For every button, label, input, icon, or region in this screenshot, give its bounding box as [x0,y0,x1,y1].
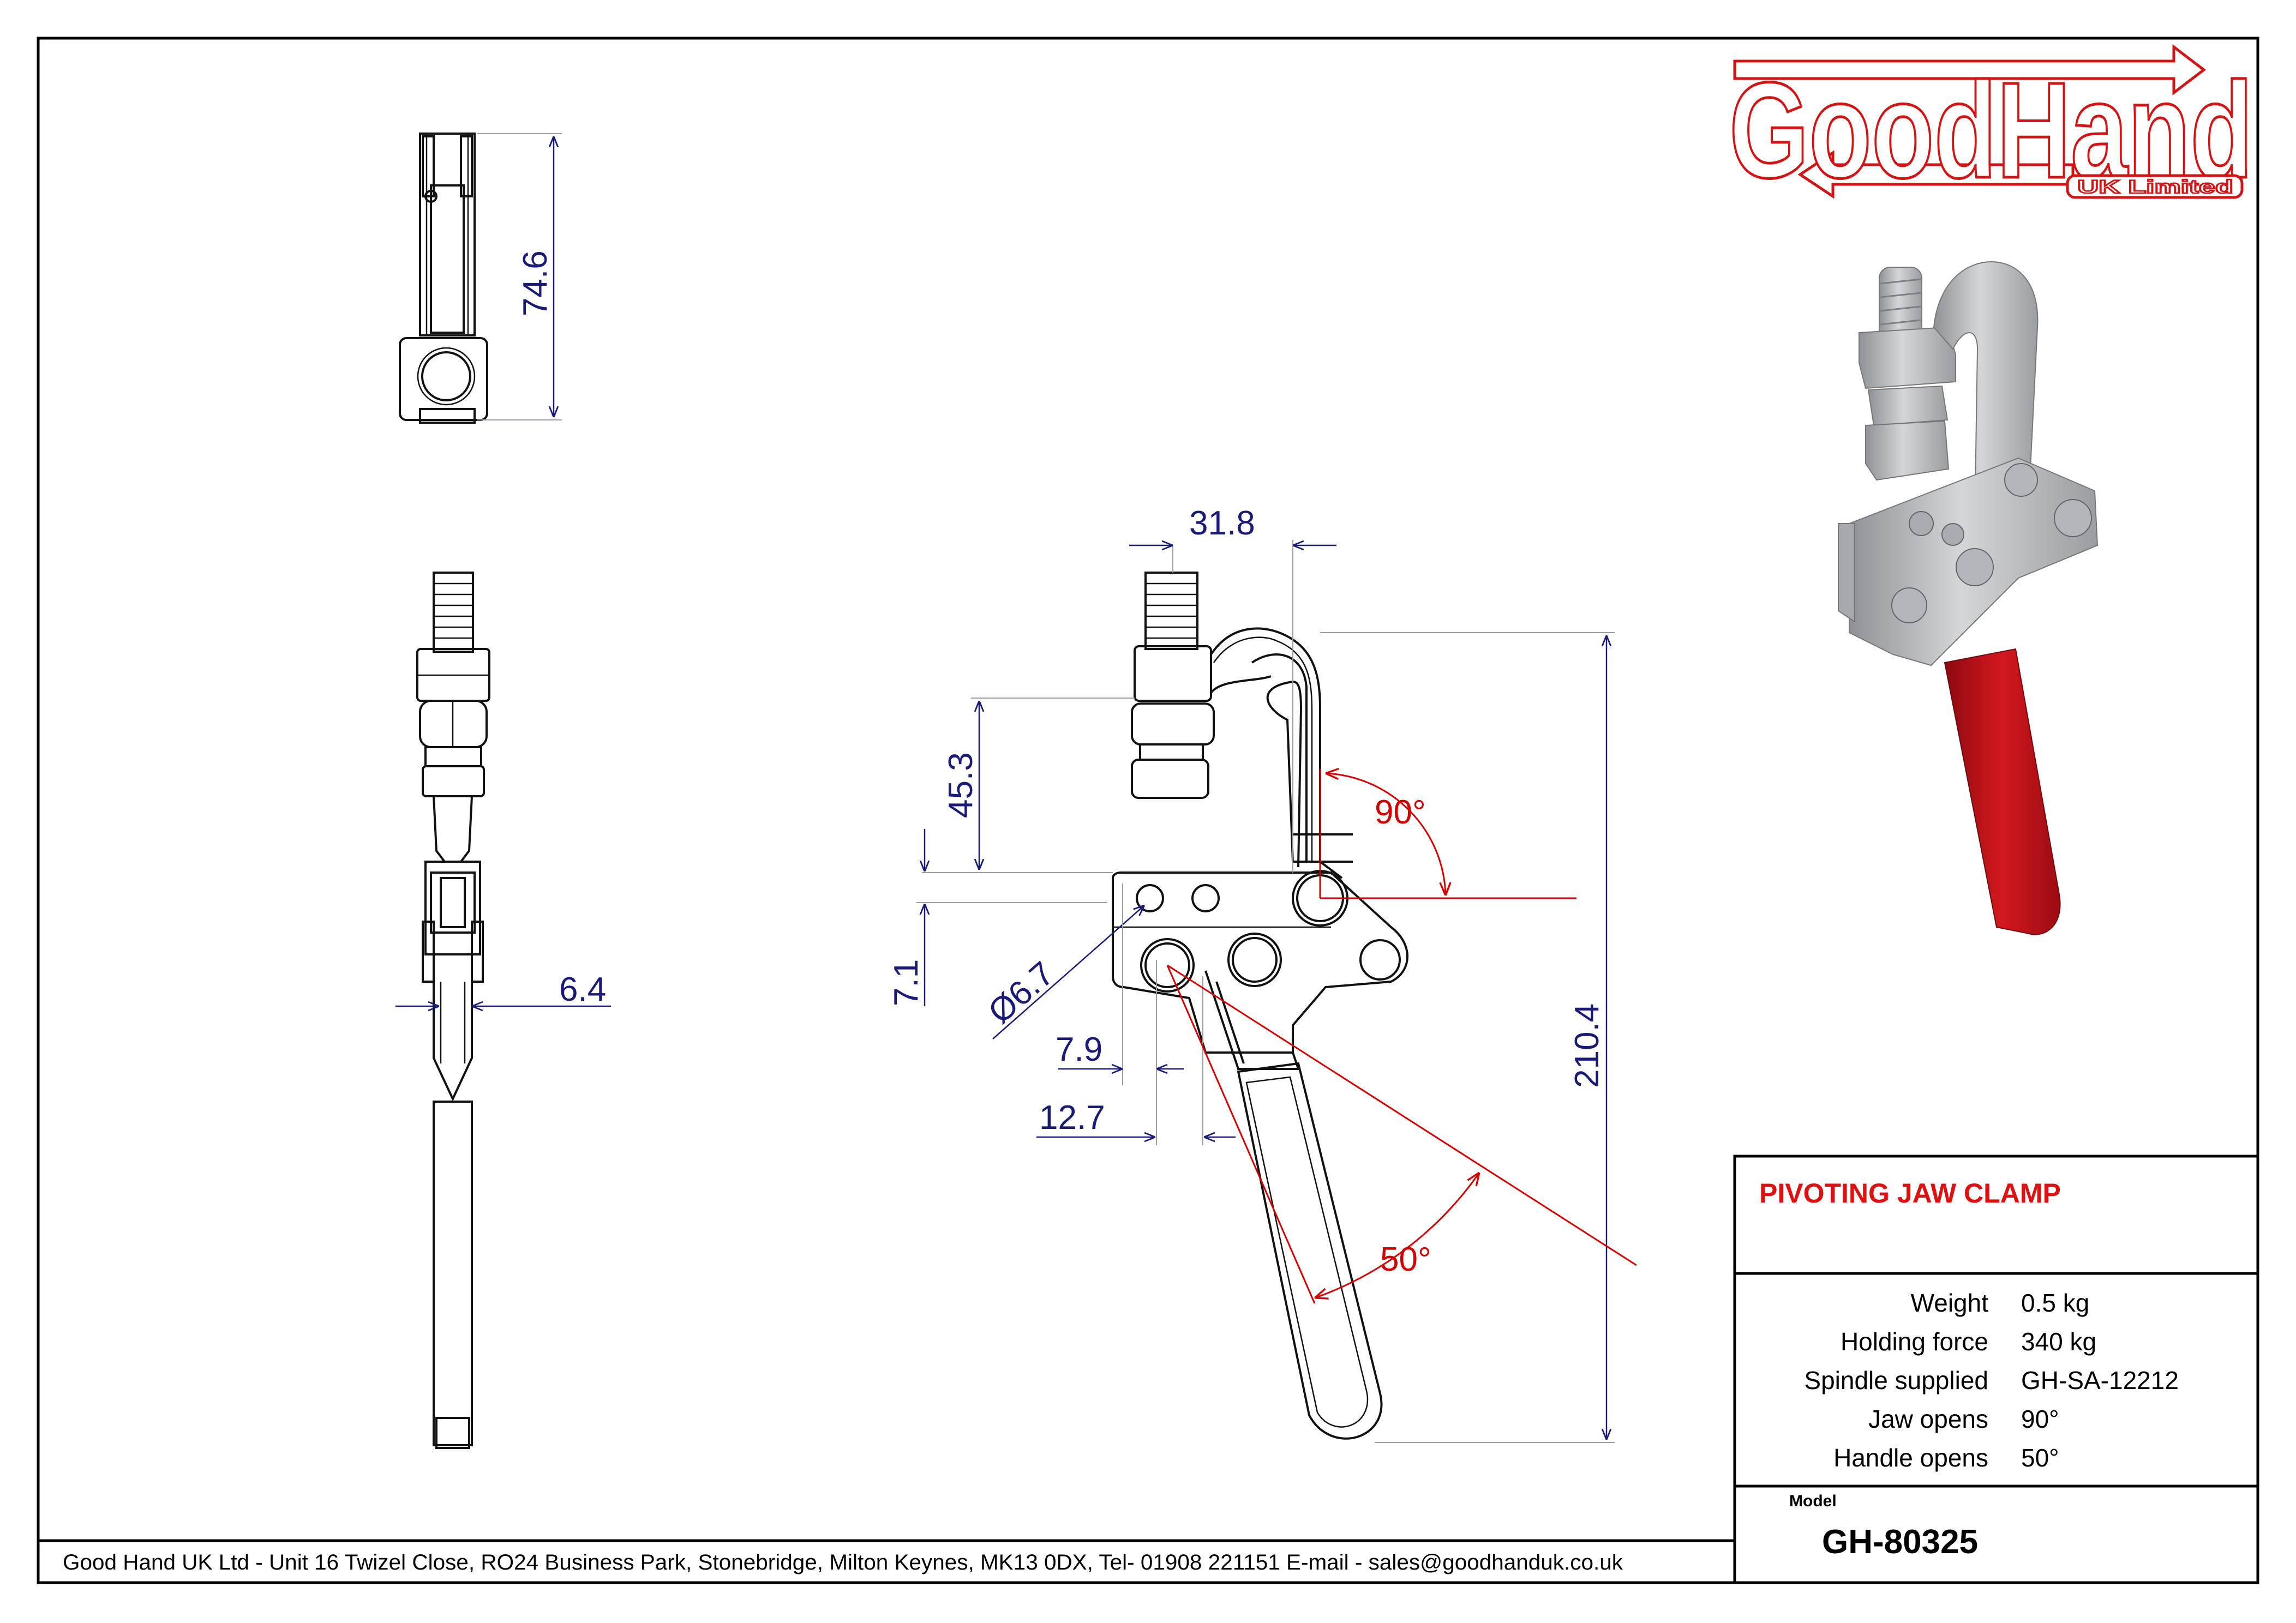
angle-50: 50° [1166,964,1637,1304]
dim-7-9-label: 7.9 [1056,1031,1102,1068]
drawing-border [37,37,2259,1584]
dimension-210-4: 210.4 [1320,632,1615,1443]
model-caption: Model [1789,1492,1837,1510]
spec-value-holding-force: 340 kg [2021,1327,2096,1356]
angle-90: 90° [1319,769,1576,899]
spec-value-spindle: GH-SA-12212 [2021,1366,2179,1394]
logo-subtext: UK Limited [2077,177,2233,197]
spec-label-handle-opens: Handle opens [1833,1444,1988,1472]
spec-label-weight: Weight [1911,1289,1989,1317]
dim-45-3-label: 45.3 [942,752,980,818]
model-number: GH-80325 [1822,1523,1978,1561]
dim-210-4-label: 210.4 [1568,1003,1606,1088]
spec-label-spindle: Spindle supplied [1804,1366,1988,1394]
dimension-7-9: 7.9 [1056,883,1184,1085]
spec-value-jaw-opens: 90° [2021,1405,2059,1433]
angle-50-label: 50° [1380,1241,1431,1278]
dimension-dia-6-7: Ø6.7 [981,905,1144,1039]
product-3d-render [1838,261,2099,935]
dim-74-6-label: 74.6 [517,250,554,316]
dim-6-4-label: 6.4 [559,971,606,1008]
dimension-74-6: 74.6 [477,133,562,420]
angle-90-label: 90° [1375,794,1426,831]
dimension-12-7: 12.7 [1036,976,1236,1145]
dim-12-7-label: 12.7 [1039,1099,1105,1137]
dimension-6-4: 6.4 [395,971,611,1008]
dim-31-8-label: 31.8 [1189,504,1255,542]
dimension-7-1: 7.1 [888,829,1107,1006]
spec-label-jaw-opens: Jaw opens [1868,1405,1988,1433]
spec-label-holding-force: Holding force [1841,1327,1988,1356]
top-view [399,133,488,424]
dim-7-1-label: 7.1 [888,959,925,1006]
spec-value-weight: 0.5 kg [2021,1289,2089,1317]
footer-address: Good Hand UK Ltd - Unit 16 Twizel Close,… [63,1550,1623,1574]
side-view [416,572,490,1449]
goodhand-logo: GoodHand UK Limited [1728,44,2255,208]
product-title: PIVOTING JAW CLAMP [1759,1178,2061,1209]
spec-value-handle-opens: 50° [2021,1444,2059,1472]
footer: Good Hand UK Ltd - Unit 16 Twizel Close,… [38,1539,1735,1574]
dim-dia-6-7-label: Ø6.7 [981,954,1062,1031]
dimension-31-8: 31.8 [1129,504,1336,873]
title-block: PIVOTING JAW CLAMP Weight 0.5 kg Holding… [1733,1155,2259,1584]
dimension-45-3: 45.3 [922,698,1135,873]
